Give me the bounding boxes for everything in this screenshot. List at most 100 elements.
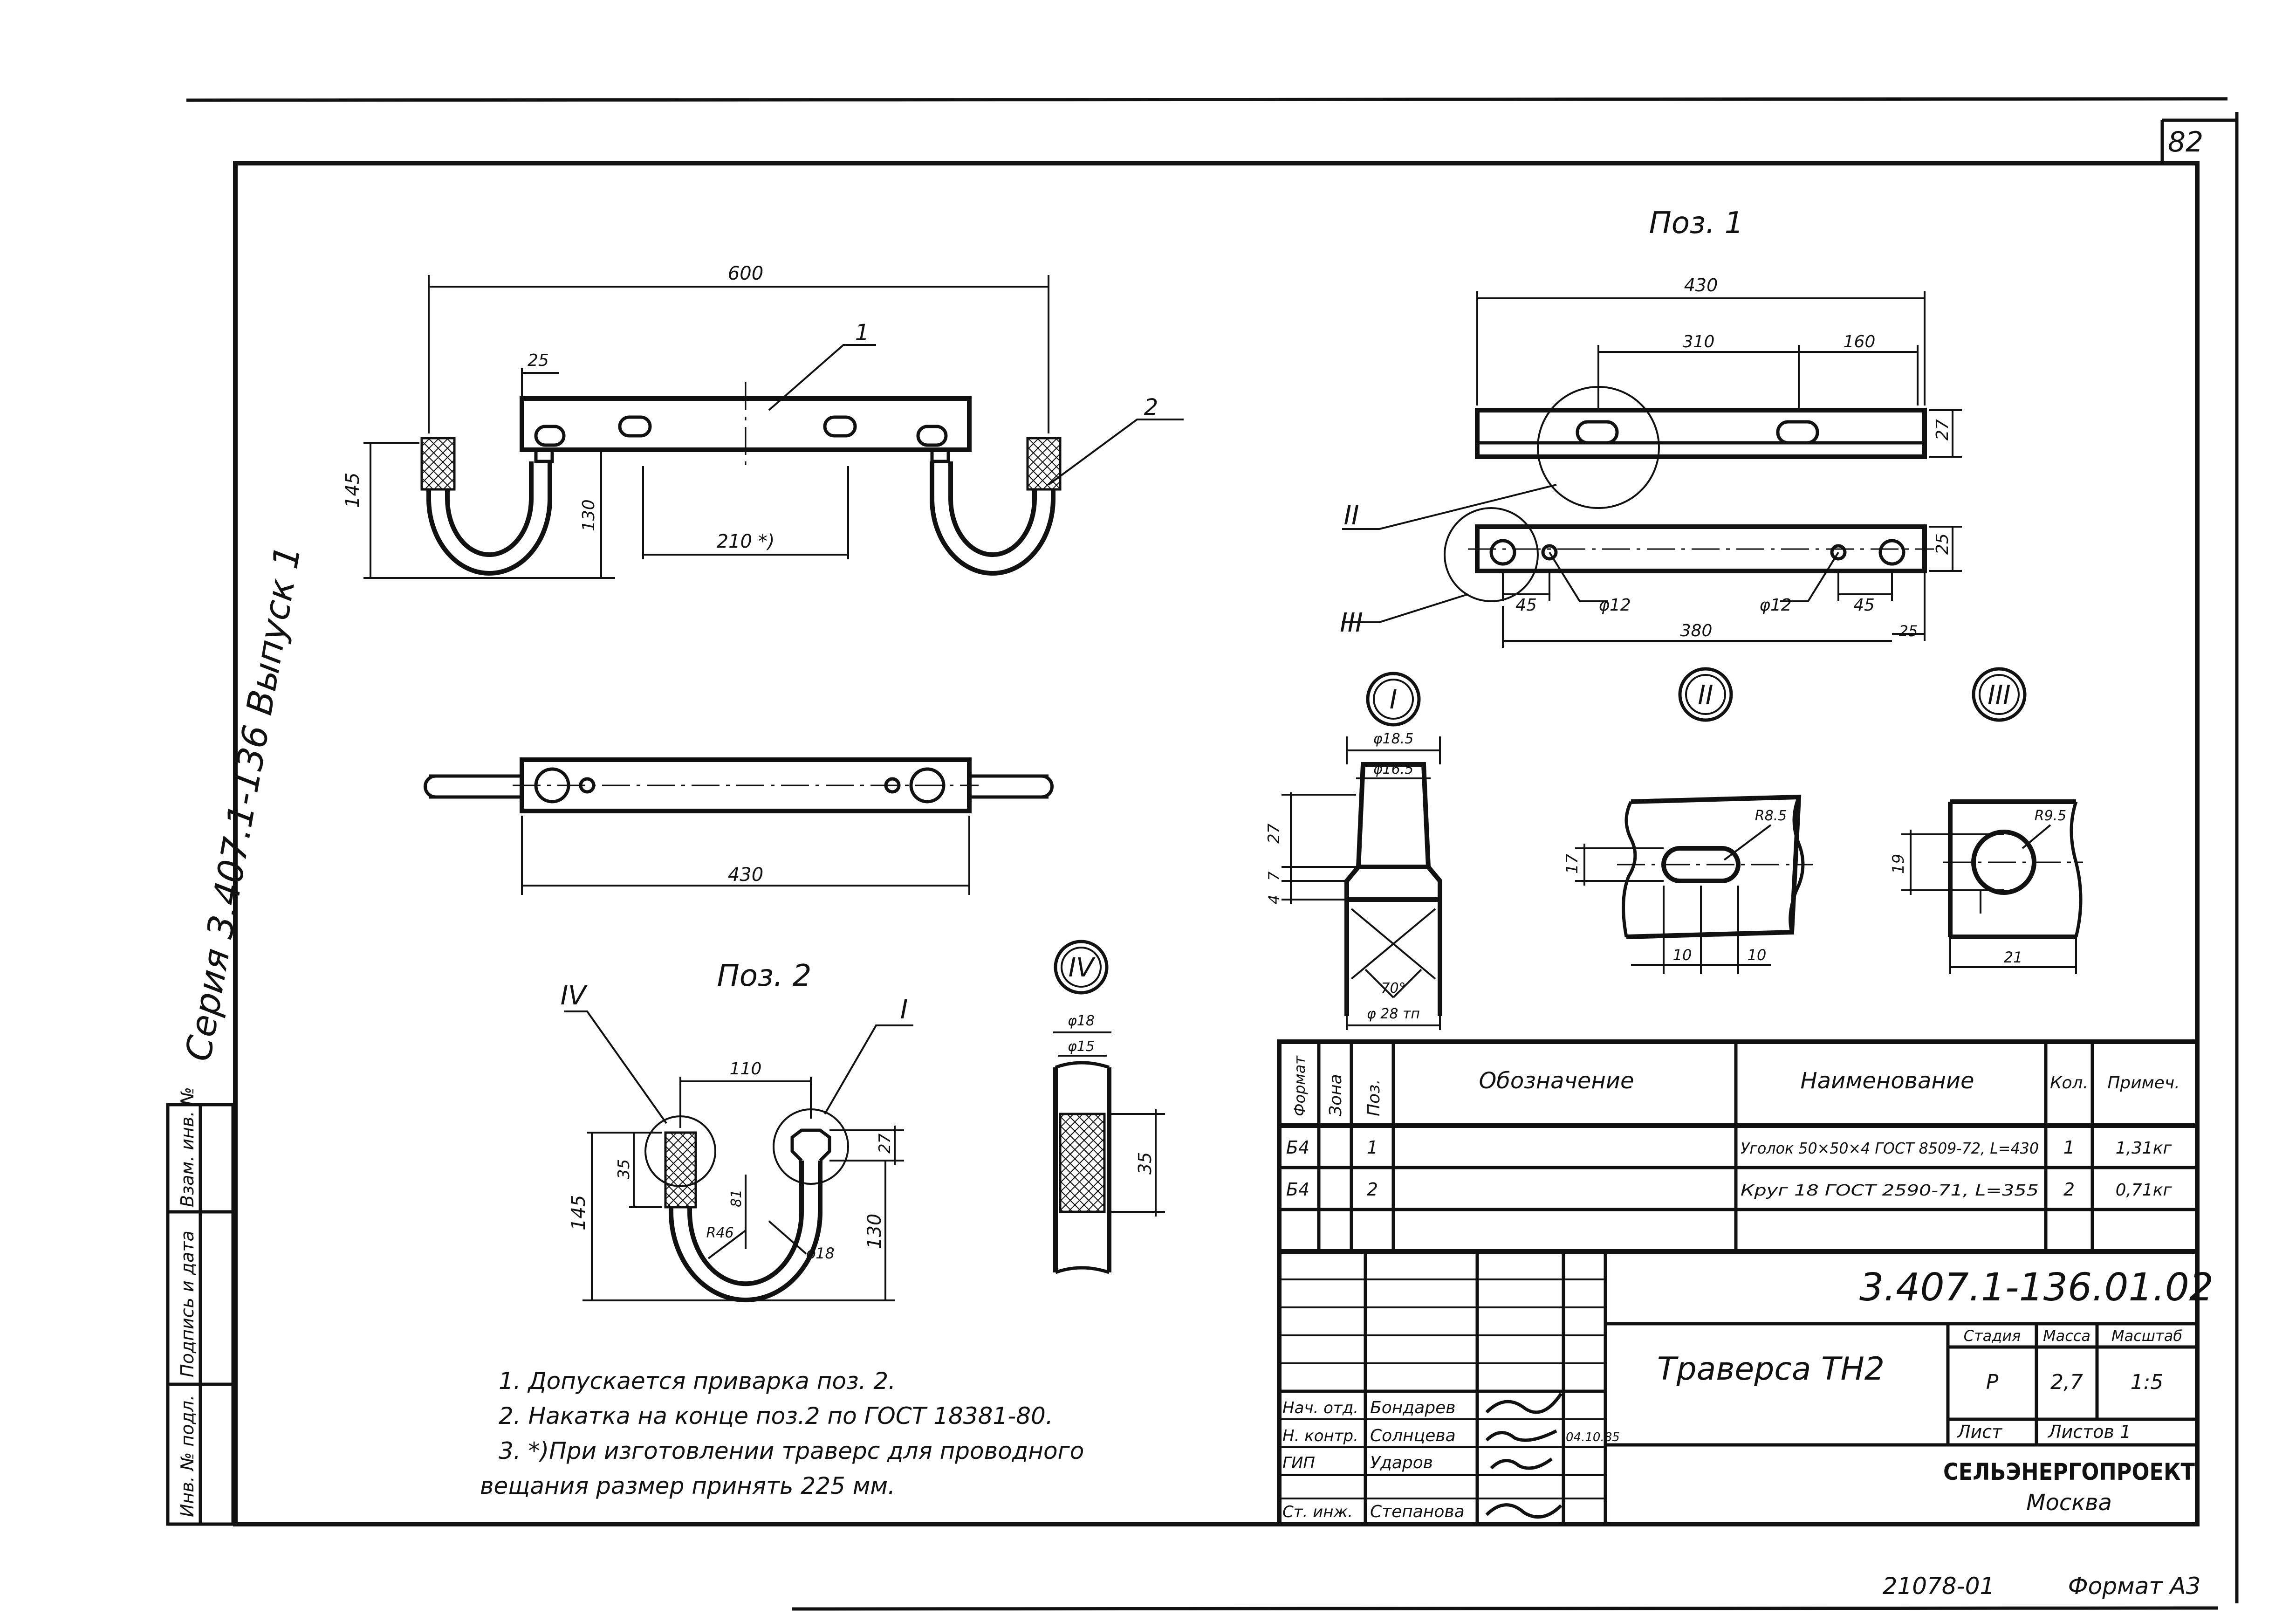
pos1-call-iii: III — [1340, 608, 1363, 638]
hdr-designation: Обозначение — [1479, 1068, 1634, 1094]
detail-i-base: φ 28 тп — [1367, 1006, 1420, 1022]
note-1: 1. Допускается приварка поз. 2. — [499, 1368, 896, 1395]
name-5: Степанова — [1370, 1502, 1465, 1521]
detail-ii-w1: 10 — [1673, 946, 1692, 964]
side-stamp — [166, 1103, 235, 1526]
stamp-inv: Инв. № подл. — [177, 1395, 198, 1517]
role-1: Нач. отд. — [1282, 1399, 1358, 1417]
pos1-dia-12a: φ12 — [1598, 596, 1631, 615]
row1-note: 1,31кг — [2116, 1139, 2173, 1158]
dim-130: 130 — [579, 499, 598, 531]
row2-qty: 2 — [2063, 1179, 2075, 1200]
detail-i-h7: 7 — [1265, 871, 1283, 881]
pos1-dia-12b: φ12 — [1759, 596, 1792, 615]
pos1-dim-380: 380 — [1680, 621, 1713, 640]
hdr-qty: Кол. — [2050, 1073, 2088, 1093]
row2-name: Круг 18 ГОСТ 2590-71, L=355 — [1741, 1181, 2039, 1199]
detail-iv-h: 35 — [1135, 1152, 1155, 1175]
detail-ii-label: II — [1698, 680, 1713, 710]
name-3: Ударов — [1370, 1453, 1433, 1472]
pos2-call-iv: IV — [561, 981, 588, 1011]
detail-i-h27: 27 — [1265, 823, 1283, 844]
mass-value: 2,7 — [2050, 1370, 2083, 1394]
scale-value: 1:5 — [2131, 1370, 2164, 1394]
pos2-dia: φ18 — [806, 1244, 835, 1262]
pos2-dim-r: R46 — [706, 1225, 733, 1241]
pos2-dim-145: 145 — [568, 1195, 589, 1230]
pos1-dim-25: 25 — [1933, 533, 1952, 555]
pos1-dim-25b: 25 — [1899, 622, 1918, 640]
row1-name: Уголок 50×50×4 ГОСТ 8509-72, L=430 — [1741, 1139, 2039, 1157]
format-label: Формат А3 — [2068, 1573, 2201, 1600]
pos1-dim-27: 27 — [1933, 419, 1952, 440]
sheet-label: Лист — [1956, 1422, 2003, 1442]
dim-600: 600 — [728, 263, 763, 284]
detail-i-h4: 4 — [1265, 895, 1283, 904]
notes: 1. Допускается приварка поз. 2. 2. Накат… — [480, 1368, 1084, 1499]
series-title: Серия 3.407.1-136 Выпуск 1 — [177, 543, 308, 1065]
org-city: Москва — [2026, 1490, 2112, 1516]
detail-iv-d1: φ18 — [1068, 1013, 1095, 1029]
pos1-dim-45a: 45 — [1515, 596, 1537, 615]
doc-number: 3.407.1-136.01.02 — [1859, 1265, 2214, 1310]
pos2-title: Поз. 2 — [717, 959, 812, 993]
detail-i-angle: 70° — [1381, 980, 1405, 997]
row2-pos: 2 — [1367, 1179, 1378, 1200]
note-3: 3. *)При изготовлении траверс для провод… — [499, 1437, 1084, 1464]
pos1-call-ii: II — [1343, 501, 1359, 531]
signatures — [1485, 1393, 1563, 1519]
detail-ii-h: 17 — [1563, 853, 1582, 874]
pos2-dim-27: 27 — [876, 1133, 894, 1154]
pos1-drawing — [1342, 291, 1962, 648]
detail-iv-label: IV — [1069, 953, 1096, 983]
pos2-dim-81: 81 — [728, 1189, 745, 1207]
callout-2: 2 — [1144, 394, 1158, 420]
sheets-label: Листов 1 — [2047, 1422, 2131, 1442]
detail-ii — [1575, 667, 1813, 974]
item-name: Траверса ТН2 — [1657, 1351, 1885, 1388]
sign-date: 04.10.85 — [1566, 1430, 1620, 1444]
detail-ii-w2: 10 — [1748, 946, 1767, 964]
hdr-format: Формат — [1291, 1055, 1309, 1116]
note-2: 2. Накатка на конце поз.2 по ГОСТ 18381-… — [499, 1402, 1053, 1430]
pos2-dim-110: 110 — [730, 1059, 762, 1079]
row1-format: Б4 — [1286, 1137, 1309, 1158]
pos2-drawing — [564, 1010, 913, 1303]
detail-i-label: I — [1390, 685, 1398, 715]
hdr-pos: Поз. — [1364, 1079, 1384, 1116]
stamp-sign: Подпись и дата — [177, 1230, 198, 1377]
pos1-dim-160: 160 — [1844, 332, 1876, 351]
dim-145: 145 — [342, 473, 363, 508]
detail-iii-label: III — [1988, 680, 2011, 710]
scale-label: Масштаб — [2111, 1327, 2182, 1345]
detail-iii — [1901, 667, 2083, 974]
stamp-replace: Взам. инв. № — [177, 1087, 198, 1207]
row2-note: 0,71кг — [2116, 1181, 2173, 1200]
row1-qty: 1 — [2063, 1137, 2075, 1158]
note-4: вещания размер принять 225 мм. — [480, 1472, 895, 1499]
detail-ii-r: R8.5 — [1755, 808, 1787, 824]
dim-25: 25 — [528, 351, 549, 370]
detail-iii-r: R9.5 — [2035, 808, 2067, 824]
pos2-call-i: I — [900, 995, 908, 1025]
stage-label: Стадия — [1964, 1327, 2021, 1345]
detail-i-d2: φ16.5 — [1373, 761, 1414, 777]
hdr-zone: Зона — [1326, 1074, 1345, 1116]
archive-number: 21078-01 — [1883, 1573, 1995, 1600]
name-2: Солнцева — [1370, 1426, 1456, 1445]
pos1-dim-430: 430 — [1684, 275, 1718, 296]
assembly-plan-view — [424, 757, 1054, 895]
sheet-number: 82 — [2168, 126, 2203, 158]
detail-i-d1: φ18.5 — [1373, 731, 1414, 747]
detail-iii-w: 21 — [2004, 948, 2023, 966]
pos2-dim-35: 35 — [615, 1159, 633, 1179]
row2-format: Б4 — [1286, 1179, 1309, 1200]
pos2-dim-130: 130 — [864, 1214, 885, 1249]
plan-dim-430: 430 — [728, 864, 763, 886]
mass-label: Масса — [2043, 1327, 2090, 1345]
assembly-front-view — [363, 275, 1184, 579]
pos1-dim-310: 310 — [1683, 332, 1715, 351]
role-2: Н. контр. — [1282, 1427, 1358, 1445]
hdr-name: Наименование — [1800, 1068, 1974, 1094]
